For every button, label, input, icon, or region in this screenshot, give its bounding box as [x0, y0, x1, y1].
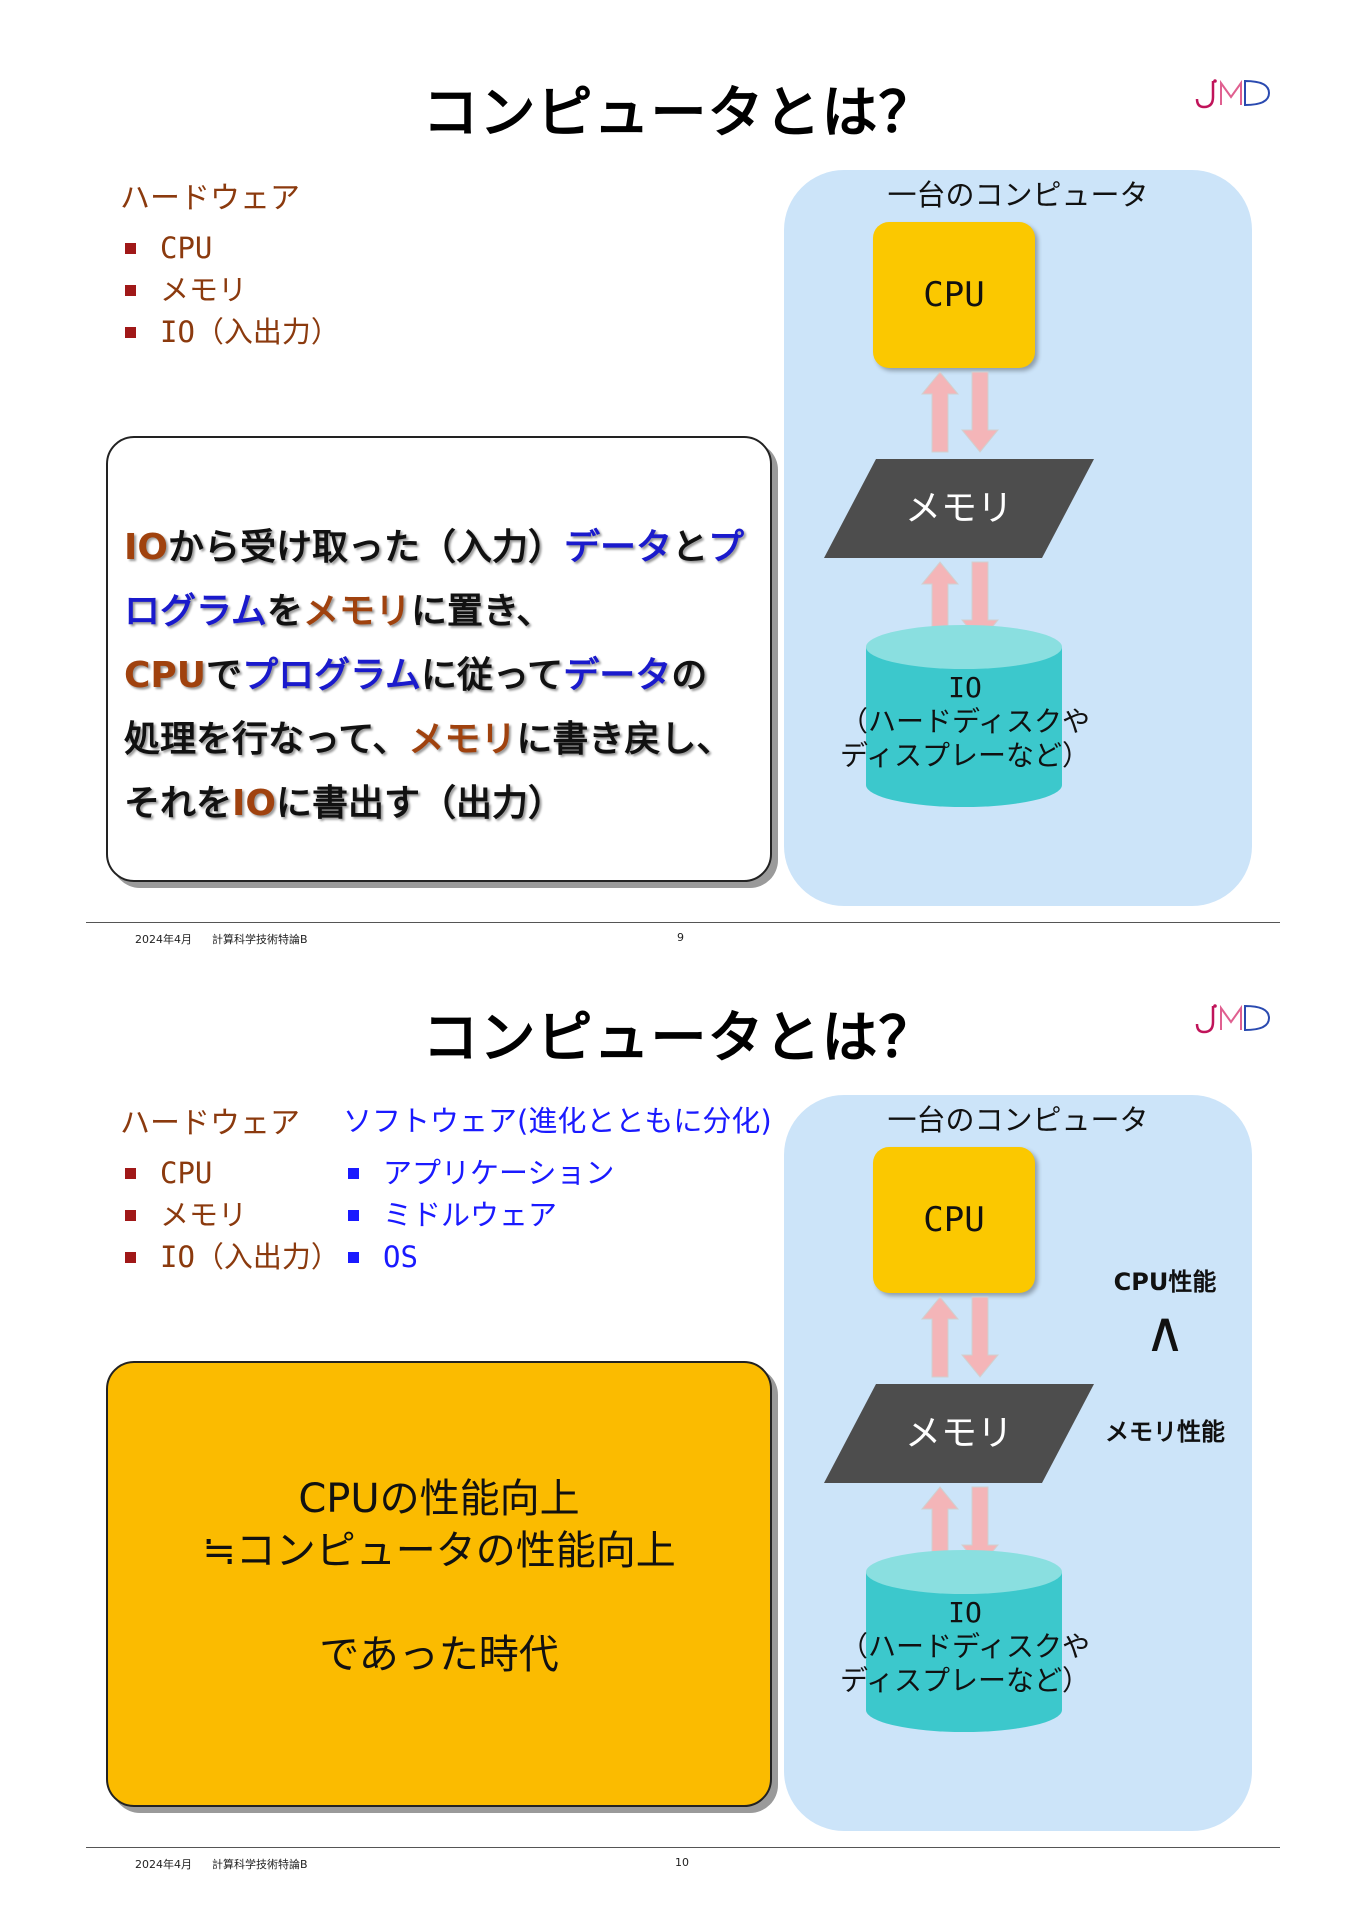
list-item: アプリケーション [343, 1152, 614, 1194]
io-label: IO （ハードディスクや ディスプレーなど） [839, 1596, 1091, 1697]
list-item: メモリ [120, 269, 340, 311]
bullet-icon [125, 1210, 136, 1221]
cpu-box: CPU [873, 222, 1035, 368]
bullet-icon [348, 1252, 359, 1263]
greater-than-symbol: ∧ [1144, 1300, 1186, 1365]
footer-divider [86, 922, 1280, 923]
memory-shape [824, 1384, 1094, 1483]
arrow-down-icon [960, 561, 1000, 643]
cylinder-icon [866, 1550, 1062, 1732]
highlight-line: CPUの性能向上 [298, 1476, 580, 1522]
bullet-icon [125, 1168, 136, 1179]
hardware-list: CPU メモリ IO（入出力） [120, 227, 340, 353]
logo-icon [1195, 1004, 1271, 1034]
panel-title: 一台のコンピュータ [887, 178, 1149, 212]
explanation-text: IOから受け取った（入力）データとプ ログラムをメモリに置き、 CPUでプログラ… [124, 516, 744, 836]
panel-title: 一台のコンピュータ [887, 1103, 1149, 1137]
highlight-box: CPUの性能向上 ≒コンピュータの性能向上 であった時代 [106, 1361, 772, 1807]
text-line: IOから受け取った（入力）データとプ [124, 527, 745, 568]
io-label: IO （ハードディスクや ディスプレーなど） [839, 671, 1091, 772]
list-item: IO（入出力） [120, 1236, 340, 1278]
highlight-line: であった時代 [319, 1632, 559, 1678]
memory-shape [824, 459, 1094, 558]
cpu-memory-arrows [920, 371, 1000, 453]
footer-date: 2024年4月 [135, 933, 192, 946]
slide-title: コンピュータとは？ [422, 1006, 936, 1071]
bullet-icon [125, 243, 136, 254]
footer-course: 計算科学技術特論B [212, 933, 308, 946]
cylinder-icon [866, 625, 1062, 807]
explanation-box: IOから受け取った（入力）データとプ ログラムをメモリに置き、 CPUでプログラ… [106, 436, 772, 882]
software-heading: ソフトウェア(進化とともに分化) [343, 1104, 772, 1138]
cpu-performance-label: CPU性能 [1113, 1268, 1217, 1296]
hardware-list: CPU メモリ IO（入出力） [120, 1152, 340, 1278]
text-line: 処理を行なって、メモリに書き戻し、 [124, 719, 733, 760]
list-item: CPU [120, 1152, 340, 1194]
text-line: CPUでプログラムに従ってデータの [124, 655, 708, 696]
memory-performance-label: メモリ性能 [1105, 1418, 1225, 1446]
footer-page-number: 10 [675, 1856, 689, 1869]
bullet-icon [348, 1168, 359, 1179]
bullet-icon [348, 1210, 359, 1221]
hardware-heading: ハードウェア [120, 181, 300, 216]
arrow-up-icon [920, 1296, 960, 1378]
slide-9: コンピュータとは？ ハードウェア CPU メモリ IO（入出力） IOから受け取… [86, 79, 1280, 946]
footer-page-number: 9 [677, 931, 684, 944]
list-item: CPU [120, 227, 340, 269]
slide-title: コンピュータとは？ [422, 81, 936, 146]
arrow-down-icon [960, 371, 1000, 453]
text-line: それをIOに書出す（出力） [124, 783, 565, 824]
arrow-up-icon [920, 371, 960, 453]
list-item: IO（入出力） [120, 311, 340, 353]
bullet-icon [125, 327, 136, 338]
arrow-down-icon [960, 1296, 1000, 1378]
footer-divider [86, 1847, 1280, 1848]
highlight-line: ≒コンピュータの性能向上 [202, 1528, 676, 1574]
footer-date: 2024年4月 [135, 1858, 192, 1871]
cpu-box: CPU [873, 1147, 1035, 1293]
memory-label: メモリ [904, 1413, 1013, 1454]
hardware-heading: ハードウェア [120, 1106, 300, 1141]
list-item: ミドルウェア [343, 1194, 614, 1236]
text-line: ログラムをメモリに置き、 [124, 591, 553, 632]
slide-10: コンピュータとは？ ハードウェア CPU メモリ IO（入出力） ソフトウェア(… [0, 925, 1358, 1885]
bullet-icon [125, 1252, 136, 1263]
list-item: OS [343, 1236, 614, 1278]
software-list: アプリケーション ミドルウェア OS [343, 1152, 614, 1278]
cpu-memory-arrows [920, 1296, 1000, 1378]
logo-icon [1195, 79, 1271, 109]
list-item: メモリ [120, 1194, 340, 1236]
arrow-down-icon [960, 1486, 1000, 1568]
bullet-icon [125, 285, 136, 296]
memory-label: メモリ [904, 488, 1013, 529]
footer-course: 計算科学技術特論B [212, 1858, 308, 1871]
